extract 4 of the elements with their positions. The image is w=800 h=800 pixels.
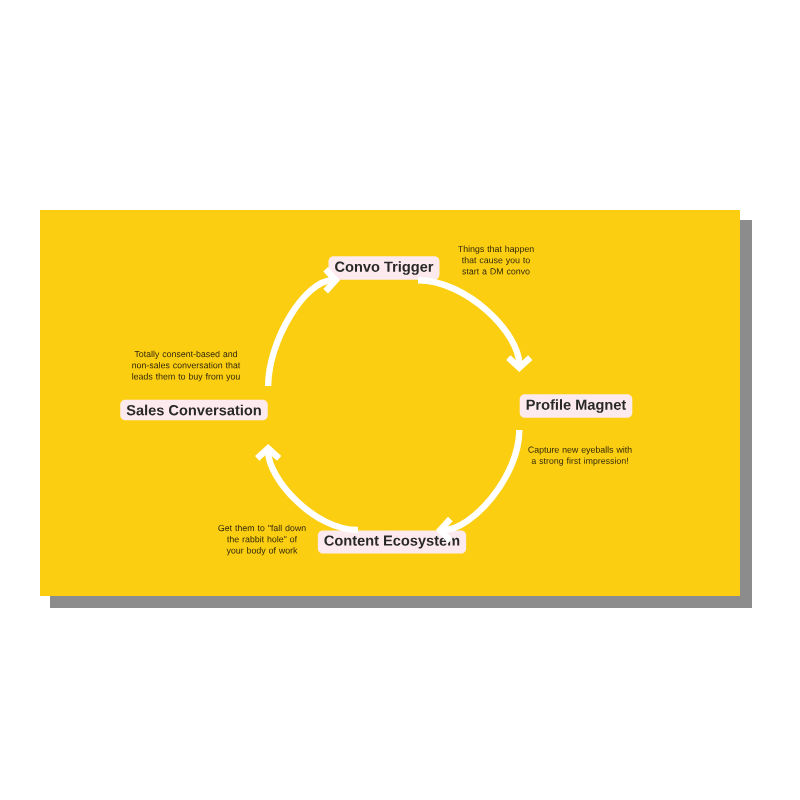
curved-arrow bbox=[264, 267, 340, 387]
curved-arrow bbox=[255, 444, 359, 534]
curved-arrow bbox=[417, 277, 533, 372]
curved-arrow bbox=[436, 429, 523, 544]
